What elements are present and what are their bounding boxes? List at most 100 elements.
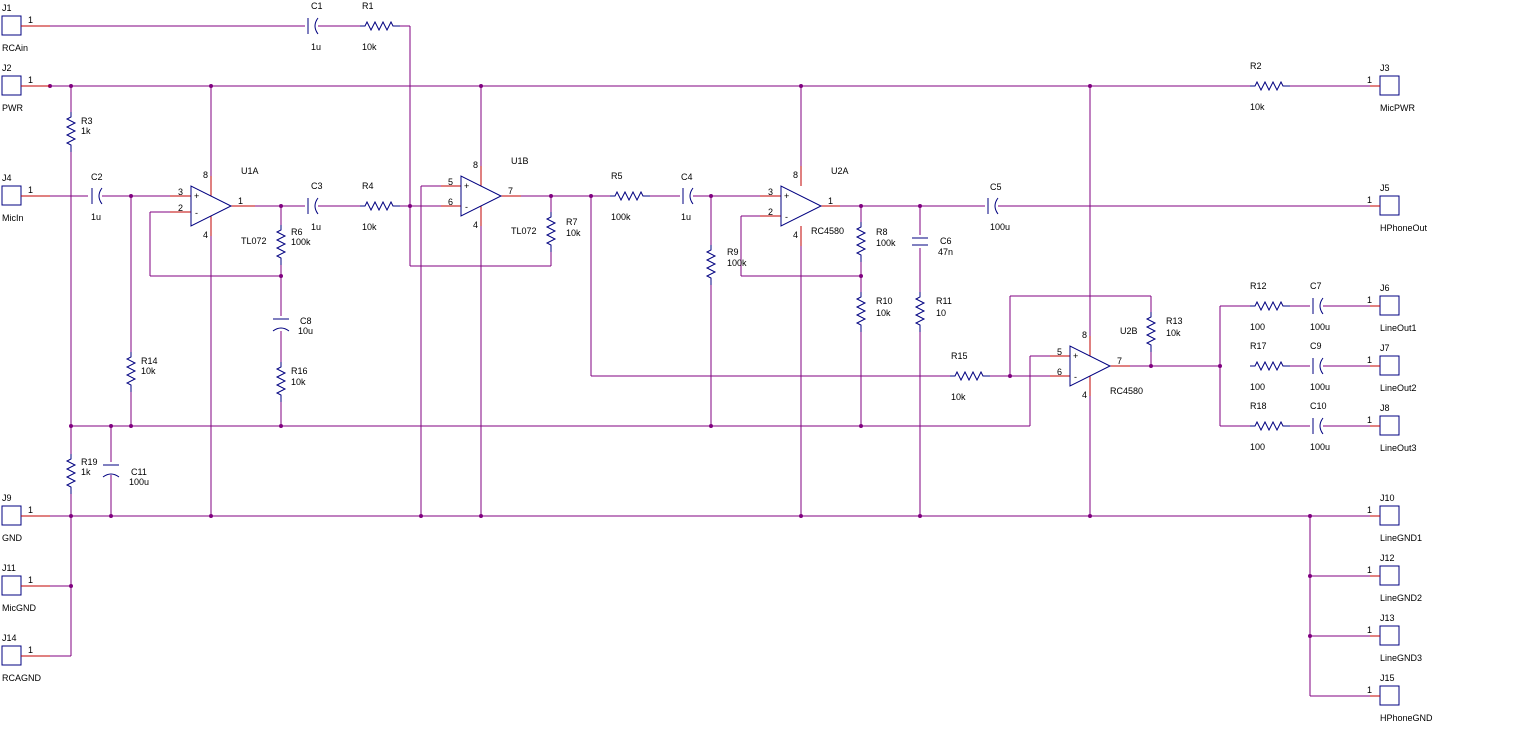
capacitor-ref: C3 xyxy=(311,181,323,191)
resistor-r16: R16 10k xyxy=(275,362,308,402)
capacitor-c8: C8 10u xyxy=(272,316,313,336)
pin-number: 6 xyxy=(448,197,453,207)
connector-j1: J1 1 RCAin xyxy=(1,3,50,53)
connector-ref: J2 xyxy=(2,63,12,73)
connector-j8: J8 1 LineOut3 xyxy=(1367,403,1417,453)
connector-j3: J3 1 MicPWR xyxy=(1367,63,1415,113)
resistor-r7: R7 10k xyxy=(545,212,581,252)
resistor-r12: R12 100 xyxy=(1250,281,1290,332)
opamp-part: TL072 xyxy=(511,226,537,236)
connector-ref: J13 xyxy=(1380,613,1395,623)
resistor-r11: R11 10 xyxy=(914,292,952,332)
resistor-ref: R3 xyxy=(81,116,93,126)
connector-j9: J9 1 GND xyxy=(1,493,50,543)
resistor-r3: R3 1k xyxy=(65,112,93,152)
capacitor-c5: C5 100u xyxy=(987,182,1010,232)
opamp-u2a: + - 3 2 1 8 4 U2A RC4580 xyxy=(760,166,849,246)
resistor-ref: R4 xyxy=(362,181,374,191)
resistor-r5: R5 100k xyxy=(610,171,650,222)
capacitor-value: 47n xyxy=(938,247,953,257)
resistor-r10: R10 10k xyxy=(855,292,893,332)
capacitor-ref: C6 xyxy=(940,236,952,246)
pin-number: 1 xyxy=(1367,505,1372,515)
connector-name: MicPWR xyxy=(1380,103,1415,113)
plus-symbol: + xyxy=(194,191,199,201)
connector-j5: J5 1 HPhoneOut xyxy=(1367,183,1428,233)
connector-name: MicGND xyxy=(2,603,36,613)
opamp-u2b: + - 5 6 7 8 4 U2B RC4580 xyxy=(1050,326,1143,400)
connector-j14: J14 1 RCAGND xyxy=(1,633,50,683)
resistor-ref: R8 xyxy=(876,227,888,237)
capacitor-value: 100u xyxy=(1310,442,1330,452)
resistor-value: 100k xyxy=(291,237,311,247)
pin-number: 4 xyxy=(793,230,798,240)
opamp-part: RC4580 xyxy=(811,226,844,236)
connector-j11: J11 1 MicGND xyxy=(1,563,50,613)
resistor-ref: R13 xyxy=(1166,316,1183,326)
resistor-value: 100k xyxy=(727,258,747,268)
resistor-ref: R9 xyxy=(727,247,739,257)
capacitor-c11: C11 100u xyxy=(102,464,149,487)
capacitor-value: 100u xyxy=(990,222,1010,232)
capacitor-c9: C9 100u xyxy=(1310,341,1330,392)
connector-ref: J8 xyxy=(1380,403,1390,413)
pin-number: 3 xyxy=(768,187,773,197)
connector-ref: J11 xyxy=(2,563,16,573)
connector-name: LineOut3 xyxy=(1380,443,1417,453)
resistor-value: 100k xyxy=(611,212,631,222)
resistor-ref: R6 xyxy=(291,227,303,237)
connector-j6: J6 1 LineOut1 xyxy=(1367,283,1417,333)
capacitor-c7: C7 100u xyxy=(1310,281,1330,332)
connector-name: GND xyxy=(2,533,23,543)
pin-number: 4 xyxy=(1082,390,1087,400)
connector-name: LineGND3 xyxy=(1380,653,1422,663)
connector-ref: J12 xyxy=(1380,553,1395,563)
capacitor-value: 10u xyxy=(298,326,313,336)
resistor-value: 10k xyxy=(362,222,377,232)
opamp-ref: U1A xyxy=(241,166,259,176)
resistor-r18: R18 100 xyxy=(1250,401,1290,452)
resistor-ref: R16 xyxy=(291,366,308,376)
pin-number: 1 xyxy=(1367,355,1372,365)
pin-number: 1 xyxy=(28,15,33,25)
resistor-r4: R4 10k xyxy=(360,181,400,232)
resistor-ref: R19 xyxy=(81,457,98,467)
pin-number: 1 xyxy=(1367,685,1372,695)
pin-number: 7 xyxy=(508,186,513,196)
resistor-ref: R14 xyxy=(141,356,158,366)
plus-symbol: + xyxy=(1073,351,1078,361)
resistor-ref: R17 xyxy=(1250,341,1267,351)
resistor-value: 10 xyxy=(936,308,946,318)
capacitor-ref: C9 xyxy=(1310,341,1322,351)
connector-j2: J2 1 PWR xyxy=(1,63,50,113)
pin-number: 1 xyxy=(1367,415,1372,425)
connector-ref: J6 xyxy=(1380,283,1390,293)
capacitor-value: 1u xyxy=(91,212,101,222)
connector-ref: J15 xyxy=(1380,673,1395,683)
minus-symbol: - xyxy=(1074,372,1077,382)
opamp-ref: U2A xyxy=(831,166,849,176)
pin-number: 2 xyxy=(768,207,773,217)
resistor-value: 1k xyxy=(81,126,91,136)
resistor-r14: R14 10k xyxy=(125,352,158,392)
capacitor-c2: C2 1u xyxy=(91,172,103,222)
resistor-value: 10k xyxy=(951,392,966,402)
connector-name: LineOut1 xyxy=(1380,323,1417,333)
pin-number: 1 xyxy=(28,185,33,195)
connector-name: LineGND1 xyxy=(1380,533,1422,543)
resistor-value: 10k xyxy=(141,366,156,376)
connector-j10: J10 1 LineGND1 xyxy=(1367,493,1422,543)
pin-number: 1 xyxy=(1367,625,1372,635)
resistor-value: 10k xyxy=(1166,328,1181,338)
junctions xyxy=(48,84,1312,638)
capacitor-ref: C1 xyxy=(311,1,323,11)
pin-number: 8 xyxy=(473,160,478,170)
connector-ref: J1 xyxy=(2,3,12,13)
capacitor-ref: C11 xyxy=(131,467,147,477)
connector-j13: J13 1 LineGND3 xyxy=(1367,613,1422,663)
pin-number: 6 xyxy=(1057,367,1062,377)
pin-number: 5 xyxy=(1057,347,1062,357)
opamp-part: RC4580 xyxy=(1110,386,1143,396)
resistor-r17: R17 100 xyxy=(1250,341,1290,392)
capacitor-c4: C4 1u xyxy=(681,172,694,222)
